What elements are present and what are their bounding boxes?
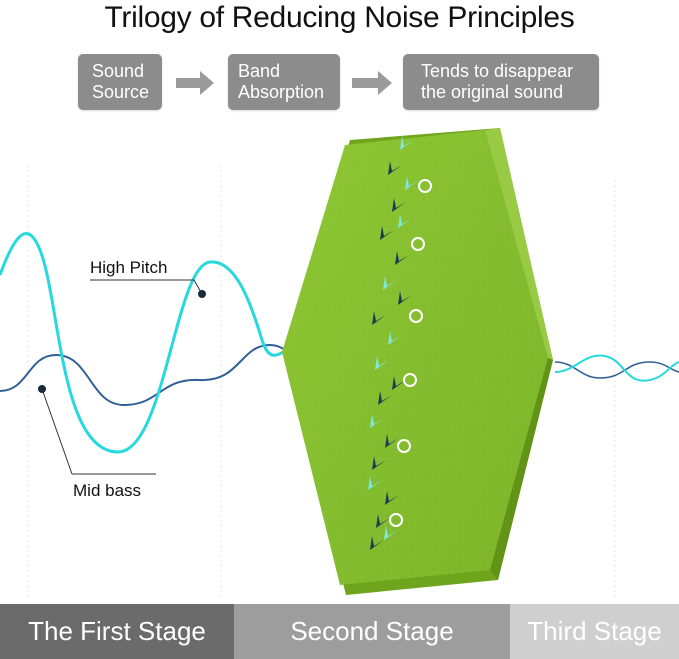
sound-swirl-icon xyxy=(409,309,423,323)
absorption-arrow-icon xyxy=(400,136,414,150)
absorption-arrow-icon xyxy=(370,414,384,428)
absorption-arrow-icon xyxy=(383,276,397,290)
sound-swirl-icon xyxy=(397,439,411,453)
absorption-arrow-icon xyxy=(392,376,406,390)
absorption-arrow-icon xyxy=(385,434,399,448)
arrow-right-icon xyxy=(352,71,392,95)
absorption-arrow-icon xyxy=(388,331,402,345)
absorption-arrow-icon xyxy=(380,226,394,240)
sound-swirl-icon xyxy=(389,513,403,527)
absorption-arrow-icon xyxy=(375,356,389,370)
absorption-markers xyxy=(368,136,432,550)
sound-swirl-icon xyxy=(403,373,417,387)
mid-bass-marker xyxy=(38,385,46,393)
absorption-arrow-icon xyxy=(398,291,412,305)
step-line: Band xyxy=(238,61,281,81)
absorption-arrow-icon xyxy=(392,198,406,212)
absorption-arrow-icon xyxy=(398,214,412,228)
step-line: Source xyxy=(92,82,150,102)
stage-first: The First Stage xyxy=(0,604,234,659)
mid-bass-label: Mid bass xyxy=(73,481,142,500)
sound-swirl-icon xyxy=(418,179,432,193)
step-line: Sound xyxy=(92,61,145,81)
absorption-arrow-icon xyxy=(395,251,409,265)
stage-third: Third Stage xyxy=(510,604,679,659)
high-pitch-wave-right xyxy=(554,354,679,382)
stage-second: Second Stage xyxy=(234,604,510,659)
page-title: Trilogy of Reducing Noise Principles xyxy=(104,1,575,34)
step-band-absorption: Band Absorption xyxy=(228,54,340,110)
absorption-arrow-icon xyxy=(368,476,382,490)
high-pitch-marker xyxy=(198,290,206,298)
absorption-arrow-icon xyxy=(376,514,390,528)
step-sound-source: Sound Source xyxy=(78,54,162,110)
mid-bass-leader xyxy=(41,388,73,475)
absorption-arrow-icon xyxy=(370,536,384,550)
high-pitch-wave-left xyxy=(0,232,351,454)
absorption-arrow-icon xyxy=(388,161,402,175)
mid-bass-wave-left xyxy=(0,343,341,407)
step-line: Tends to disappear xyxy=(421,61,574,81)
arrow-right-icon xyxy=(176,71,214,95)
absorption-arrow-icon xyxy=(385,491,399,505)
absorption-arrow-icon xyxy=(384,526,398,540)
sound-swirl-icon xyxy=(411,237,425,251)
absorption-arrow-icon xyxy=(378,391,392,405)
step-disappear: Tends to disappear the original sound xyxy=(403,54,599,110)
high-pitch-label: High Pitch xyxy=(90,258,168,277)
absorption-arrow-icon xyxy=(405,176,419,190)
step-line: Absorption xyxy=(238,82,325,102)
absorption-arrow-icon xyxy=(372,311,386,325)
noise-diagram xyxy=(0,128,679,600)
step-line: the original sound xyxy=(421,82,564,102)
absorption-arrow-icon xyxy=(372,456,386,470)
